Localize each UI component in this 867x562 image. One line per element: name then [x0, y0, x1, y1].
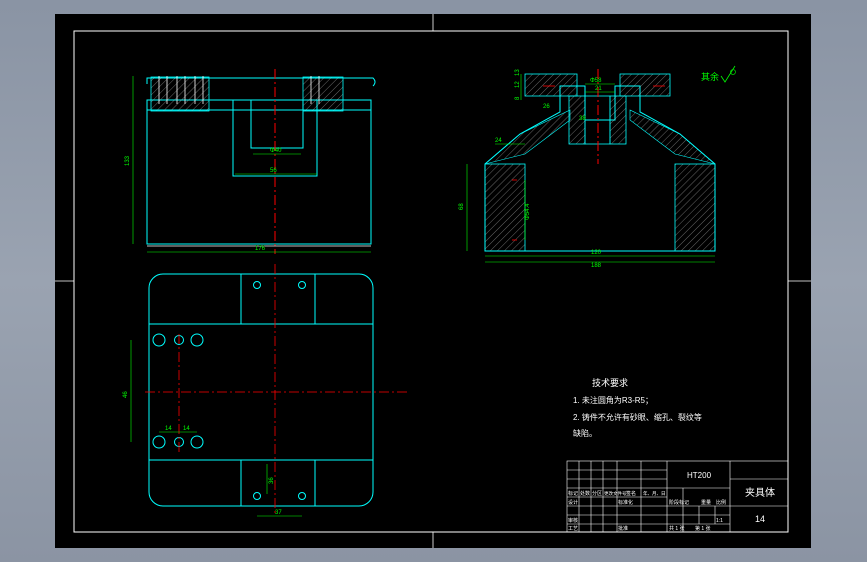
surface-finish-icon — [720, 65, 736, 83]
title-approve: 批准 — [618, 525, 628, 532]
dim-top-slot: Φ40 — [270, 148, 282, 154]
centering-marks — [55, 14, 811, 548]
section-view — [484, 73, 716, 252]
title-sheet-total: 共 1 张 — [669, 525, 685, 532]
title-sheet-num: 第 1 张 — [695, 525, 711, 532]
tech-req-title: 技术要求 — [592, 377, 628, 388]
title-part-name: 夹具体 — [745, 486, 775, 499]
title-role-process: 工艺 — [568, 526, 578, 532]
drawing-sheet: 133 176 Φ40 56 — [55, 14, 811, 548]
tech-req-item-2: 2. 铸件不允许有砂眼、缩孔、裂纹等 — [573, 412, 702, 422]
dim-top-width: 176 — [255, 246, 266, 252]
dim-sec-left-h1: 13 — [515, 69, 521, 76]
dim-sec-bore: Φ54.4 — [525, 203, 531, 220]
section-bolt-marks — [512, 85, 665, 241]
front-hatch-left — [150, 76, 210, 112]
dim-top-height: 133 — [125, 155, 131, 166]
dim-plan-hole-spacing: 46 — [123, 391, 129, 398]
drawing-canvas: 133 176 Φ40 56 — [55, 14, 811, 548]
surface-finish-circle — [730, 69, 736, 75]
dim-sec-w2: 188 — [591, 263, 602, 269]
plan-centerlines — [145, 264, 409, 514]
title-drawing-number: 14 — [755, 514, 765, 524]
dim-plan-d1: 14 — [165, 426, 172, 432]
title-standardization: 标准化 — [618, 499, 633, 506]
title-header-0: 标记 — [568, 490, 578, 497]
title-header-5: 年、月、日 — [643, 490, 666, 497]
title-material: HT200 — [687, 471, 712, 480]
dim-sec-inner: 38 — [579, 116, 586, 122]
dim-sec-left-h3: 8 — [515, 96, 521, 100]
dim-sec-small: 26 — [543, 104, 550, 110]
dim-sec-left-h2: 12 — [515, 81, 521, 88]
title-scale-value: 1:1 — [716, 518, 723, 524]
title-scale-label: 比例 — [716, 499, 726, 506]
dim-sec-chamfer: 24 — [495, 138, 502, 144]
dim-sec-top1: Φ58 — [590, 78, 602, 84]
section-dim-lines — [466, 74, 715, 263]
dim-plan-bottom: 37 — [275, 510, 282, 516]
front-bolt-slots — [158, 76, 320, 104]
dim-plan-d2: 14 — [183, 426, 190, 432]
title-weight-label: 重量 — [701, 499, 711, 506]
title-block — [566, 460, 789, 533]
dim-sec-height: 68 — [459, 203, 465, 210]
title-header-4: 签名 — [626, 490, 636, 497]
dim-plan-small: 36 — [269, 477, 275, 484]
plan-dim-lines — [130, 340, 302, 517]
dim-top-slot-w: 56 — [270, 168, 277, 174]
inner-border — [73, 30, 789, 533]
title-header-1: 处数 — [580, 490, 590, 497]
surface-note: 其余 — [701, 71, 719, 82]
title-role-design: 设计 — [568, 499, 578, 506]
dim-sec-top2: 21 — [595, 86, 602, 92]
title-header-3: 更改文件号 — [604, 490, 627, 497]
title-stage-label: 阶段标记 — [669, 499, 689, 506]
title-header-2: 分区 — [592, 490, 602, 497]
front-dim-lines — [132, 76, 371, 253]
plan-view — [148, 273, 374, 507]
title-role-review: 审核 — [568, 517, 578, 524]
dim-sec-w1: 120 — [591, 250, 602, 256]
tech-req-continuation: 缺陷。 — [573, 428, 597, 438]
front-hatch-right — [302, 76, 344, 112]
tech-req-item-1: 1. 未注圆角为R3-R5； — [573, 395, 653, 405]
